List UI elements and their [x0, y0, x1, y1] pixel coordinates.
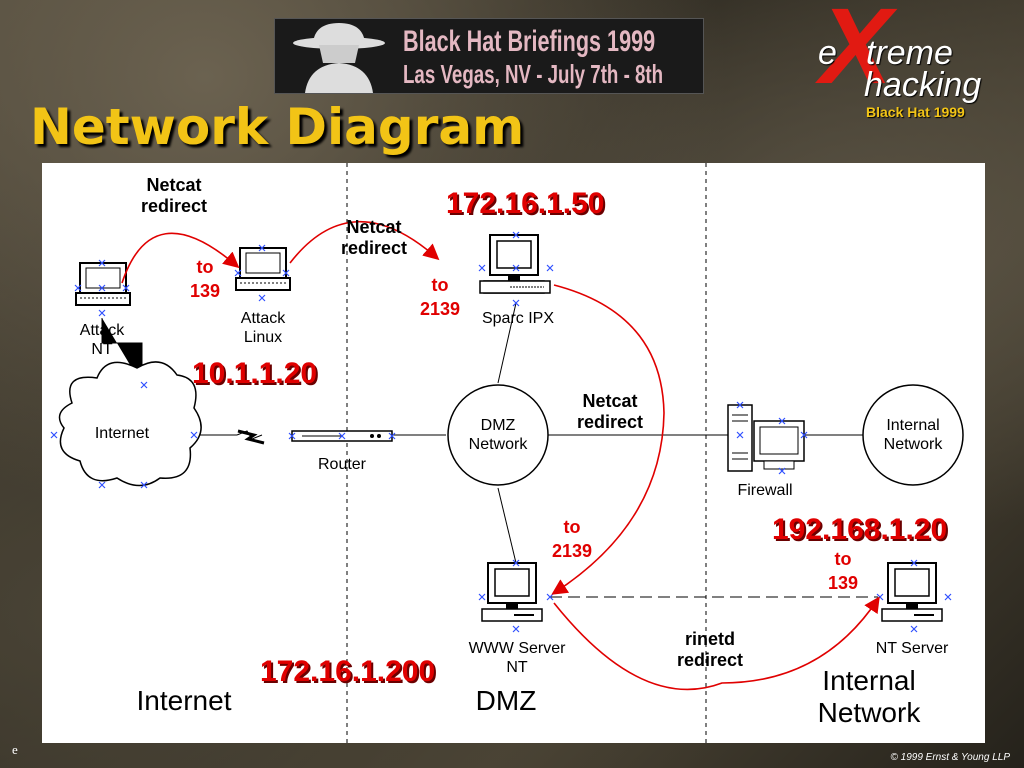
to-139-b-line1: to [834, 549, 852, 569]
logo-treme: treme [866, 34, 953, 72]
netcat-2-line2: redirect [340, 238, 408, 258]
to-2139-a-line1: to [431, 275, 449, 295]
logo-subtitle: Black Hat 1999 [866, 104, 965, 120]
attack-linux-laptop-icon [235, 247, 291, 291]
www-server-line2: NT [506, 659, 528, 676]
annotation-rinetd: rinetd redirect [664, 629, 756, 671]
spy-silhouette-icon [293, 23, 385, 93]
www-server-icon [481, 562, 543, 622]
internal-network-line1: Internal [886, 417, 940, 434]
logo-e-letter: e [818, 34, 837, 72]
ip-nt-server: 192.168.1.20 [772, 513, 948, 546]
label-internal-network: Internal Network [868, 416, 958, 454]
zone-internal-line2: Network [817, 697, 921, 728]
wan-link-icon [237, 429, 265, 445]
redirect-arrows [121, 220, 880, 691]
sparc-workstation-icon [479, 234, 551, 294]
diagram-canvas [50, 163, 964, 743]
label-internet-cloud: Internet [94, 425, 150, 442]
logo-hacking: hacking [864, 66, 982, 104]
netcat-2-line1: Netcat [346, 217, 402, 237]
label-sparc: Sparc IPX [481, 310, 555, 327]
attack-nt-line2: NT [91, 341, 113, 358]
nt-server-icon [881, 562, 943, 622]
rinetd-line1: rinetd [684, 629, 735, 649]
label-firewall: Firewall [737, 482, 793, 499]
to-2139-b-line1: to [563, 517, 581, 537]
zone-internal-network: Internal Network [794, 665, 944, 729]
annotation-to-139-a: to 139 [180, 255, 230, 303]
label-attack-nt: Attack NT [70, 321, 134, 359]
netcat-1-line2: redirect [140, 196, 208, 216]
internal-network-line2: Network [883, 436, 943, 453]
firewall-icon [727, 404, 805, 472]
footer-corner-mark: e [12, 742, 18, 757]
www-server-line1: WWW Server [468, 640, 566, 657]
annotation-netcat-1: Netcat redirect [128, 175, 220, 217]
label-attack-linux: Attack Linux [228, 309, 298, 347]
to-139-b-line2: 139 [827, 573, 859, 593]
zone-internal-line1: Internal [822, 665, 916, 696]
annotation-netcat-2: Netcat redirect [328, 217, 420, 259]
netcat-3-line2: redirect [576, 412, 644, 432]
zone-dmz: DMZ [475, 685, 537, 716]
to-139-a-line1: to [196, 257, 214, 277]
annotation-to-2139-a: to 2139 [410, 273, 470, 321]
conference-banner: Black Hat Briefings 1999 Las Vegas, NV -… [274, 18, 704, 94]
to-2139-a-line2: 2139 [419, 299, 461, 319]
label-nt-server: NT Server [875, 640, 949, 657]
annotation-to-2139-b: to 2139 [542, 515, 602, 563]
to-139-a-line2: 139 [189, 281, 221, 301]
ip-www-server: 172.16.1.200 [260, 655, 436, 688]
attack-nt-line1: Attack [79, 322, 125, 339]
dmz-network-icon [447, 384, 549, 486]
netcat-3-line1: Netcat [582, 391, 638, 411]
annotation-to-139-b: to 139 [816, 547, 870, 595]
logo-x-letter: X [820, 0, 893, 106]
attack-linux-line2: Linux [243, 329, 283, 346]
dmz-network-line2: Network [468, 436, 528, 453]
internal-network-icon [862, 384, 964, 486]
footer-copyright: © 1999 Ernst & Young LLP [890, 752, 1011, 763]
ip-attack-linux: 10.1.1.20 [192, 357, 318, 390]
attack-nt-laptop-icon [75, 262, 131, 306]
to-2139-b-line2: 2139 [551, 541, 593, 561]
netcat-1-line1: Netcat [146, 175, 202, 195]
zone-internet: Internet [136, 685, 232, 716]
label-router: Router [317, 456, 367, 473]
banner-line-2: Las Vegas, NV - July 7th - 8th [403, 59, 664, 89]
network-diagram: Attack NT Attack Linux Internet Router D… [42, 163, 985, 743]
ip-sparc: 172.16.1.50 [446, 187, 605, 220]
rinetd-line2: redirect [676, 650, 744, 670]
label-dmz-network: DMZ Network [458, 416, 538, 454]
attack-linux-line1: Attack [240, 310, 286, 327]
internet-cloud-icon [58, 361, 202, 487]
label-www-server: WWW Server NT [452, 639, 582, 677]
banner-line-1: Black Hat Briefings 1999 [403, 25, 656, 58]
slide-title: Network Diagram [30, 98, 525, 156]
dmz-network-line1: DMZ [480, 417, 516, 434]
annotation-netcat-3: Netcat redirect [564, 391, 656, 433]
